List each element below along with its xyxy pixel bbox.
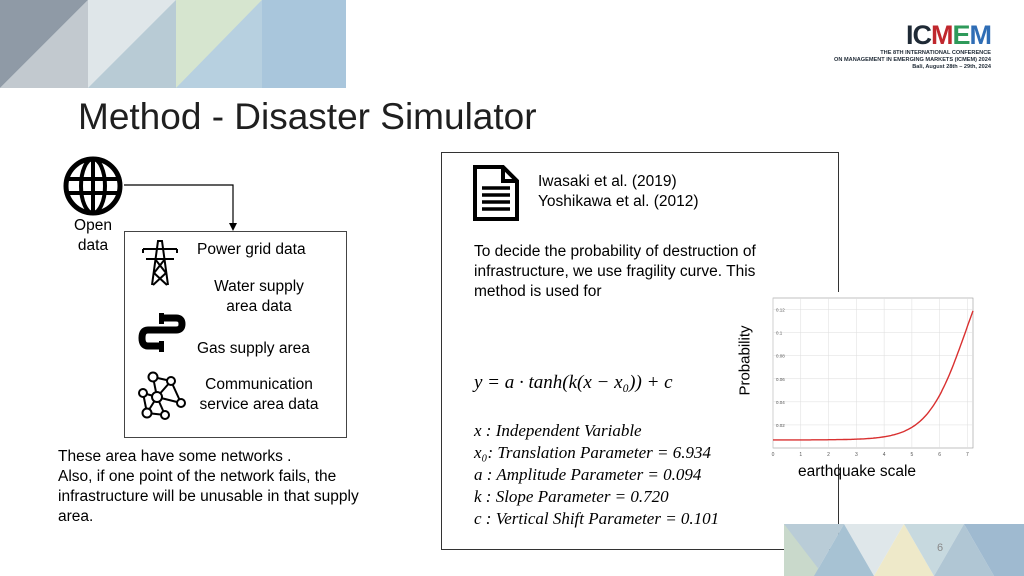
- y-tick-label: 0.08: [776, 354, 785, 359]
- reference-item: Yoshikawa et al. (2012): [538, 193, 699, 210]
- parameter-item: c : Vertical Shift Parameter = 0.101: [474, 509, 720, 528]
- open-data-label: Open data: [62, 216, 124, 256]
- x-tick-label: 4: [883, 452, 886, 458]
- x-tick-label: 3: [855, 452, 858, 458]
- x-tick-label: 1: [799, 452, 802, 458]
- open-data-label-line1: Open: [74, 217, 112, 234]
- page-number: 6: [937, 542, 944, 554]
- parameter-item: x₀: Translation Parameter = 6.934: [474, 443, 711, 462]
- document-icon: [473, 165, 519, 221]
- fragility-formula: y = a · tanh(k(x − x₀)) + c: [474, 372, 673, 393]
- gas-supply-label: Gas supply area: [197, 340, 310, 357]
- parameter-item: a : Amplitude Parameter = 0.094: [474, 465, 702, 484]
- fragility-curve-chart: 0 1 2 3 4 5 6 7 0.02 0.04 0.06 0.08 0.1 0.12: [765, 292, 981, 464]
- logo-subtitle-line: THE 8TH INTERNATIONAL CONFERENCE: [880, 50, 991, 56]
- communication-label: Communication service area data: [190, 375, 328, 415]
- power-tower-icon: [142, 240, 178, 286]
- description-line: To decide the probability of destruction…: [474, 243, 756, 260]
- footer-decorative-triangles: [784, 524, 1024, 576]
- y-tick-label: 0.06: [776, 377, 785, 382]
- conference-subtitle: THE 8TH INTERNATIONAL CONFERENCE ON MANA…: [771, 50, 991, 71]
- gas-pipe-icon: [138, 313, 186, 352]
- x-tick-label: 0: [772, 452, 775, 458]
- communication-label-line1: Communication: [205, 376, 313, 393]
- references: Iwasaki et al. (2019) Yoshikawa et al. (…: [538, 172, 699, 212]
- description-line: infrastructure, we use fragility curve. …: [474, 263, 756, 280]
- water-supply-label-line1: Water supply: [214, 278, 304, 295]
- x-axis-label: earthquake scale: [798, 463, 917, 480]
- power-grid-label: Power grid data: [197, 241, 306, 258]
- open-data-label-line2: data: [77, 237, 109, 254]
- logo-subtitle-line: ON MANAGEMENT IN EMERGING MARKETS (ICMEM…: [834, 57, 991, 63]
- description-line: method is used for: [474, 283, 602, 300]
- notes-line: infrastructure will be unusable in that …: [58, 488, 359, 505]
- y-axis-label-wrap: Probability: [732, 318, 758, 408]
- y-tick-label: 0.12: [776, 308, 785, 313]
- parameter-item: x : Independent Variable: [474, 421, 642, 440]
- communication-label-line2: service area data: [199, 396, 319, 413]
- water-supply-label-line2: area data: [226, 298, 292, 315]
- open-data-box: [124, 231, 347, 438]
- header-decorative-banner: [0, 0, 346, 88]
- curve-line: [773, 310, 974, 441]
- x-tick-label: 6: [938, 452, 941, 458]
- parameter-item: k : Slope Parameter = 0.720: [474, 487, 669, 506]
- y-tick-label: 0.04: [776, 400, 785, 405]
- notes-text: These area have some networks . Also, if…: [58, 447, 438, 527]
- x-tick-label: 5: [910, 452, 913, 458]
- notes-line: These area have some networks .: [58, 448, 292, 465]
- conference-logo: ICMEM: [905, 20, 992, 50]
- y-tick-label: 0.02: [776, 423, 785, 428]
- logo-subtitle-line: Bali, August 28th – 29th, 2024: [912, 64, 991, 70]
- flow-arrow: [124, 184, 237, 231]
- plot-area: [772, 297, 974, 449]
- reference-item: Iwasaki et al. (2019): [538, 173, 677, 190]
- parameter-list: x : Independent Variable x₀: Translation…: [474, 420, 719, 530]
- network-icon: [138, 371, 186, 420]
- notes-line: Also, if one point of the network fails,…: [58, 468, 337, 485]
- water-supply-label: Water supply area data: [190, 277, 328, 317]
- x-tick-label: 2: [827, 452, 830, 458]
- slide-title: Method - Disaster Simulator: [78, 96, 537, 137]
- globe-icon: [63, 156, 123, 216]
- method-description: To decide the probability of destruction…: [474, 242, 819, 302]
- y-axis-label: Probability: [736, 325, 754, 396]
- x-tick-label: 7: [966, 452, 969, 458]
- y-tick-label: 0.1: [776, 331, 783, 336]
- notes-line: area.: [58, 508, 94, 525]
